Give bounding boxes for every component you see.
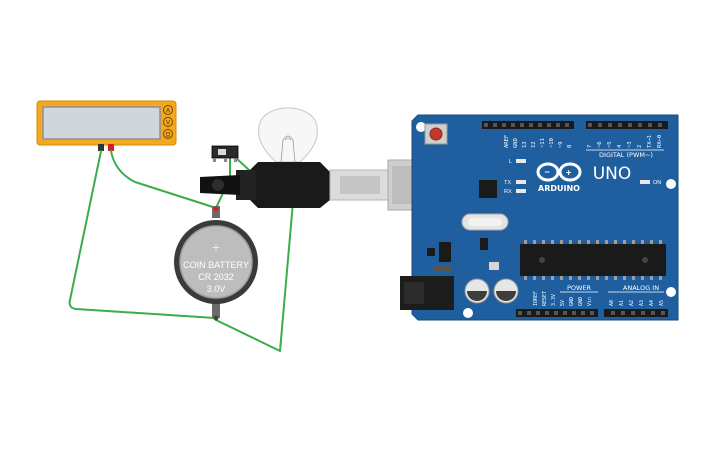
mode-ohm-button[interactable]	[163, 129, 173, 139]
pin-label-3: ~3	[627, 141, 633, 148]
mode-volt-label: V	[166, 121, 170, 127]
led-rx	[516, 189, 526, 193]
bulb-glass	[257, 107, 319, 163]
pin-label-gnd-1: GND	[569, 297, 575, 306]
wire-battery-neg-to-bulb[interactable]	[215, 201, 294, 352]
mode-volt-button[interactable]	[163, 117, 173, 127]
pin-label-4: 4	[617, 144, 623, 148]
multimeter-display	[42, 106, 161, 140]
mode-amp-button[interactable]	[163, 105, 173, 115]
led-l	[516, 159, 526, 163]
pin-label-11: ~11	[540, 138, 546, 148]
power-header-label: POWER	[567, 284, 592, 292]
pin-label-aref: AREF	[504, 135, 510, 148]
pin-label-7: 7	[587, 145, 593, 148]
probe-red-terminal[interactable]	[108, 144, 114, 151]
mount-hole	[666, 179, 676, 189]
pin-label-9: ~9	[558, 141, 564, 148]
mount-hole	[463, 308, 473, 318]
mount-hole	[416, 122, 426, 132]
arduino-brand-label: ARDUINO	[538, 184, 580, 193]
svg-text:+: +	[566, 168, 571, 178]
pin-label-a0: A0	[609, 300, 615, 306]
analog-header-label: ANALOG IN	[623, 284, 659, 292]
battery-label-voltage: 3.0V	[207, 284, 226, 294]
digital-header-right[interactable]	[586, 121, 668, 129]
pin-label-tx1: TX→1	[647, 135, 653, 148]
led-tx	[516, 180, 526, 184]
svg-text:−: −	[545, 167, 550, 177]
arduino-uno-board[interactable]: AREF GND 13 12 ~11 ~10 ~9 8 7 ~6 ~5 4 ~3…	[400, 114, 679, 321]
battery-label-model: CR 2032	[198, 272, 234, 282]
voltage-regulator	[439, 242, 451, 262]
digital-header-label: DIGITAL (PWM~)	[599, 151, 653, 159]
slide-switch[interactable]	[211, 145, 239, 162]
probe-black-terminal[interactable]	[98, 144, 104, 151]
digital-header-left[interactable]	[482, 121, 574, 129]
pin-label-13: 13	[522, 141, 528, 148]
multimeter[interactable]: A V Ω	[36, 100, 177, 151]
pin-label-reset: RESET	[542, 291, 548, 306]
pin-label-gnd: GND	[513, 138, 519, 148]
pin-label-5: ~5	[607, 141, 613, 148]
usb-chip	[479, 180, 497, 198]
battery-neg-terminal[interactable]	[212, 303, 220, 318]
led-tx-label: TX	[504, 180, 511, 186]
analog-header[interactable]	[604, 309, 668, 317]
battery-label-type: COIN BATTERY	[183, 260, 249, 270]
pin-label-a4: A4	[649, 300, 655, 306]
mount-hole	[666, 287, 676, 297]
bulb-filament	[280, 135, 296, 164]
battery-plus-sign: +	[212, 239, 220, 255]
led-rx-label: RX	[504, 189, 512, 195]
pin-label-8: 8	[567, 145, 573, 148]
arduino-logo-icon	[536, 162, 582, 182]
battery-pos-terminal[interactable]	[212, 206, 220, 218]
battery-cell	[179, 225, 253, 299]
mode-amp-label: A	[166, 109, 170, 115]
light-bulb[interactable]	[257, 107, 319, 164]
coin-battery[interactable]: + COIN BATTERY CR 2032 3.0V	[174, 206, 258, 321]
pin-label-gnd-2: GND	[578, 297, 584, 306]
led-on-label: ON	[653, 180, 661, 186]
pin-label-10: ~10	[549, 138, 555, 148]
mode-ohm-label: Ω	[166, 133, 171, 139]
led-on	[640, 180, 650, 184]
pin-label-3v3: 3.3V	[551, 294, 557, 306]
arduino-model-label: UNO	[593, 164, 632, 184]
led-l-label: L	[509, 159, 512, 165]
pin-label-vin: Vin	[587, 297, 593, 306]
pin-label-rx0: RX←0	[657, 135, 663, 148]
pin-label-a3: A3	[639, 300, 645, 306]
pin-label-a5: A5	[659, 300, 665, 306]
switch-slider[interactable]	[218, 149, 226, 155]
pin-label-12: 12	[531, 141, 537, 148]
pin-label-a2: A2	[629, 300, 635, 306]
pin-label-5v: 5V	[560, 300, 566, 306]
pin-label-ioref: IOREF	[533, 291, 539, 306]
wire-meter-black-to-battery-neg[interactable]	[68, 150, 216, 319]
pin-label-a1: A1	[619, 300, 625, 306]
pin-label-2: 2	[637, 145, 643, 148]
pin-label-6: ~6	[597, 141, 603, 148]
wire-meter-red-to-battery-pos[interactable]	[110, 150, 217, 209]
